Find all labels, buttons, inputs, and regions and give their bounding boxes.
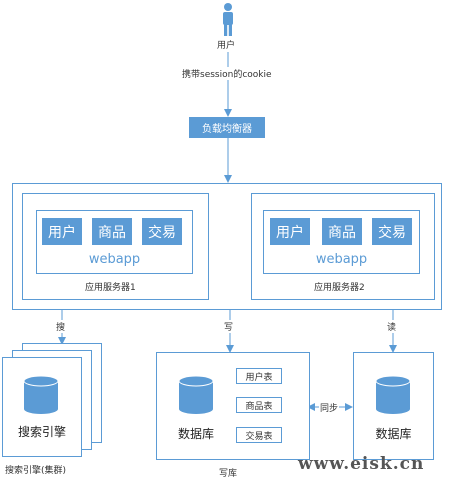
module-product-1: 商品 (92, 218, 132, 245)
table-trades-label: 交易表 (245, 431, 273, 442)
user-icon (223, 3, 233, 36)
table-products-label: 商品表 (245, 401, 273, 412)
cookie-label: 携带session的cookie (181, 67, 273, 80)
user-label: 用户 (217, 41, 236, 51)
search-engine-label: 搜索引擎 (17, 425, 66, 439)
write-edge-label: 写 (224, 320, 234, 333)
app-server-1-caption: 应用服务器1 (85, 283, 136, 293)
module-user-1: 用户 (42, 218, 82, 245)
sync-label: 同步 (319, 401, 340, 414)
load-balancer: 负载均衡器 (189, 117, 265, 138)
module-product-2-label: 商品 (328, 224, 356, 241)
table-trades: 交易表 (236, 427, 282, 443)
search-engine-caption: 搜索引擎(集群) (5, 466, 67, 476)
table-users-label: 用户表 (245, 372, 273, 383)
module-user-2-label: 用户 (276, 224, 304, 241)
webapp-2-label: webapp (315, 252, 368, 267)
read-db-database-icon (375, 375, 411, 414)
load-balancer-label: 负载均衡器 (202, 124, 252, 135)
read-db-label: 数据库 (375, 427, 412, 441)
write-db-label: 数据库 (177, 427, 214, 441)
webapp-1-label: webapp (88, 252, 141, 267)
module-trade-2: 交易 (372, 218, 412, 245)
module-user-2: 用户 (270, 218, 310, 245)
app-server-2-caption: 应用服务器2 (314, 283, 365, 293)
table-users: 用户表 (236, 368, 282, 384)
module-product-1-label: 商品 (98, 224, 126, 241)
table-products: 商品表 (236, 397, 282, 413)
search-edge-label: 搜 (56, 320, 66, 333)
read-edge-label: 读 (387, 320, 397, 333)
module-trade-1: 交易 (142, 218, 182, 245)
module-product-2: 商品 (322, 218, 362, 245)
search-engine-database-icon (23, 375, 59, 414)
write-db-caption: 写库 (219, 469, 238, 479)
module-user-1-label: 用户 (48, 224, 76, 241)
watermark: www.eisk.cn (298, 454, 425, 474)
write-db-database-icon (178, 375, 214, 414)
module-trade-1-label: 交易 (148, 224, 176, 241)
module-trade-2-label: 交易 (378, 224, 406, 241)
